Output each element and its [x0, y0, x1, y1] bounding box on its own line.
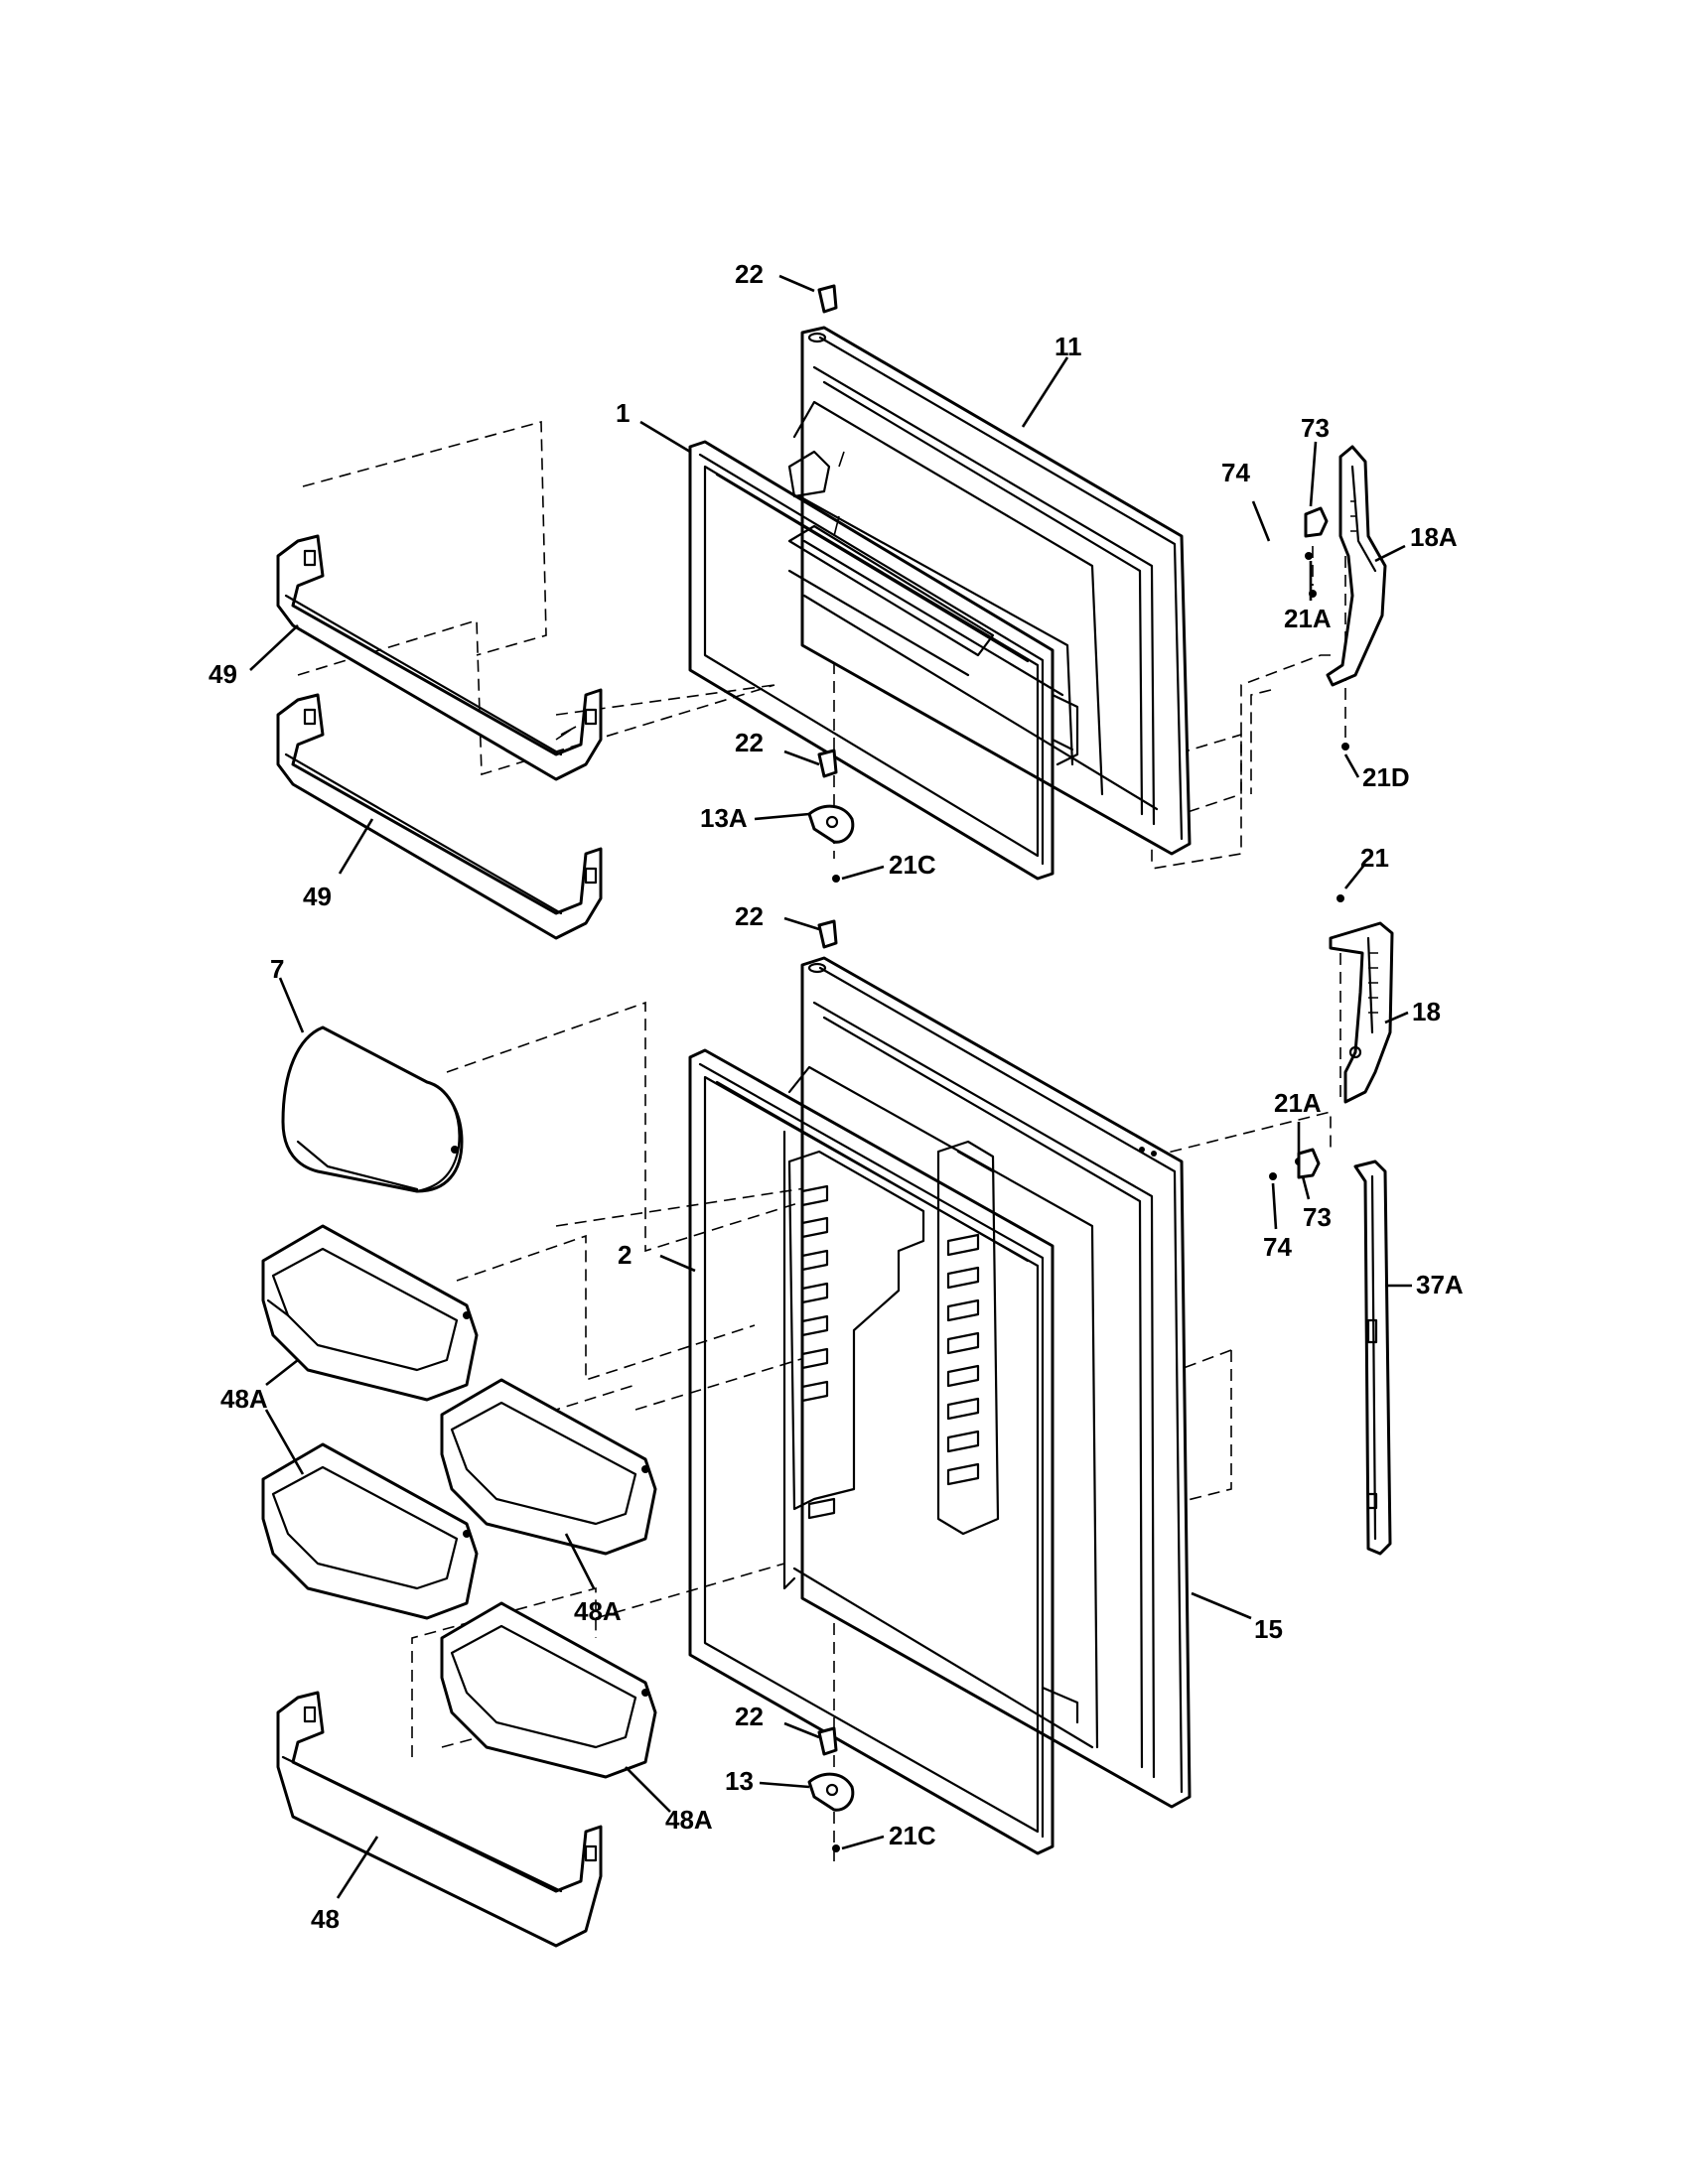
- label-21a-bottom: 21A: [1274, 1088, 1322, 1118]
- door-stop-37a: [1353, 1160, 1392, 1556]
- label-1: 1: [616, 398, 630, 428]
- label-48a-bottom: 48A: [665, 1805, 713, 1835]
- label-48a-middle: 48A: [574, 1596, 622, 1626]
- label-73-bottom: 73: [1303, 1202, 1332, 1232]
- middle-hinge-18: [1329, 921, 1394, 1104]
- label-48a-left: 48A: [220, 1384, 268, 1414]
- label-leader-lines: [249, 274, 1412, 1899]
- label-22-mid-upper: 22: [735, 728, 764, 757]
- freezer-door-inner-shelves: [787, 450, 1079, 766]
- door-liner-pegs-left: [800, 1184, 836, 1520]
- top-hinge-18a: [1326, 445, 1387, 687]
- door-liner-pegs-right: [946, 1233, 980, 1486]
- fresh-food-door-outer: [782, 956, 1192, 1809]
- door-bin-48a-1: [261, 1224, 479, 1402]
- label-11: 11: [1055, 332, 1082, 361]
- label-13: 13: [725, 1766, 754, 1796]
- label-22-top: 22: [735, 259, 764, 289]
- hinge-pins-and-screws: [807, 284, 1349, 1852]
- freezer-door-gasket: [688, 440, 1055, 881]
- door-bin-48a-3: [261, 1442, 479, 1620]
- door-shelf-bar-49-upper: [276, 534, 603, 781]
- label-21a-top: 21A: [1284, 604, 1332, 633]
- door-bin-48a-4: [440, 1601, 657, 1779]
- label-21: 21: [1360, 843, 1389, 873]
- label-18a: 18A: [1410, 522, 1458, 552]
- label-74-top: 74: [1221, 458, 1250, 487]
- label-2: 2: [618, 1240, 632, 1270]
- door-bin-48a-2: [440, 1378, 657, 1556]
- fresh-food-door-liner: [787, 1140, 1000, 1536]
- label-49-lower: 49: [303, 882, 332, 911]
- label-21c-top: 21C: [889, 850, 936, 880]
- label-13a: 13A: [700, 803, 748, 833]
- label-48: 48: [311, 1904, 340, 1934]
- fresh-food-door-gasket: [688, 1048, 1055, 1855]
- freezer-door-outer: [792, 326, 1192, 856]
- label-21d: 21D: [1362, 762, 1410, 792]
- door-shelf-bar-49-lower: [276, 693, 603, 940]
- door-shelf-bar-48: [276, 1691, 603, 1948]
- part-number-labels: 22 11 1 73 74 18A 21A 49 49 22 13A 21C 2…: [209, 259, 1464, 1934]
- label-49-upper: 49: [209, 659, 237, 689]
- label-73-top: 73: [1301, 413, 1330, 443]
- dairy-door-7: [281, 1025, 464, 1193]
- label-21c-bottom: 21C: [889, 1821, 936, 1850]
- label-37a: 37A: [1416, 1270, 1464, 1299]
- label-18: 18: [1412, 997, 1441, 1026]
- label-74-bottom: 74: [1263, 1232, 1292, 1262]
- label-15: 15: [1254, 1614, 1283, 1644]
- label-22-mid-lower: 22: [735, 901, 764, 931]
- label-22-bottom: 22: [735, 1702, 764, 1731]
- label-7: 7: [270, 954, 284, 984]
